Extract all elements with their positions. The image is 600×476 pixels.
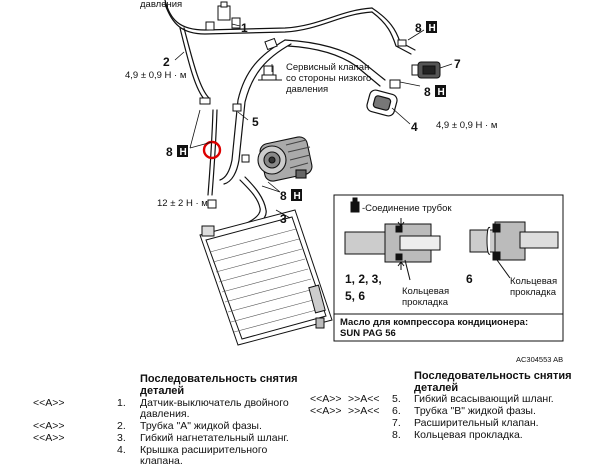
- svg-text:8: 8: [166, 145, 173, 159]
- torque-label-b: 4,9 ± 0,9 Н · м: [436, 120, 497, 131]
- list-item: <<A>> 2. Трубка "А" жидкой фазы.: [33, 420, 262, 432]
- inset-oil-name: SUN PAG 56: [340, 328, 396, 339]
- list-item: <<A>> 3. Гибкий нагнетательный шланг.: [33, 432, 289, 444]
- list-item: 8. Кольцевая прокладка.: [392, 429, 523, 441]
- left-list-heading: Последовательность снятия деталей: [140, 373, 298, 397]
- list-item: 7. Расширительный клапан.: [392, 417, 539, 429]
- inset-parts-a: 1, 2, 3,: [345, 272, 382, 286]
- callout-1: 1: [241, 21, 248, 35]
- torque-label-c: 12 ± 2 Н · м: [157, 198, 208, 209]
- condenser: [199, 209, 333, 346]
- callout-2: 2: [163, 55, 170, 69]
- inset-part-6: 6: [466, 272, 473, 286]
- compressor: [257, 136, 313, 182]
- top-fragment-label: давления: [140, 0, 182, 10]
- service-valve-icon: [258, 65, 282, 81]
- list-item: <<A>> >>A<< 5. Гибкий всасывающий шланг.: [310, 393, 554, 405]
- svg-text:H: H: [180, 147, 187, 158]
- liquid-pipe-b: [371, 7, 416, 51]
- expansion-valve-cover: [366, 89, 398, 117]
- service-valve-line-1: Сервисный клапан: [286, 62, 369, 73]
- service-valve-line-2: со стороны низкого: [286, 73, 371, 84]
- dual-pressure-switch: [217, 1, 231, 21]
- svg-text:8: 8: [424, 85, 431, 99]
- expansion-valve: [411, 61, 441, 79]
- inset-legend: -Соединение трубок: [362, 203, 452, 214]
- torque-label-a: 4,9 ± 0,9 Н · м: [125, 70, 186, 81]
- callout-8h-a: 8 H: [415, 21, 437, 35]
- inset-gasket-b-1: Кольцевая: [510, 276, 557, 287]
- callout-7: 7: [454, 57, 461, 71]
- inset-oil-title: Масло для компрессора кондиционера:: [340, 317, 528, 328]
- pipe-joint-inset: [333, 194, 564, 342]
- svg-text:H: H: [438, 87, 445, 98]
- inset-gasket-a-1: Кольцевая: [402, 286, 449, 297]
- list-item: <<A>> >>A<< 6. Трубка "B" жидкой фазы.: [310, 405, 536, 417]
- svg-text:8: 8: [415, 21, 422, 35]
- callout-8h-c: 8 H: [166, 145, 188, 159]
- list-item: 4. Крышка расширительного клапана.: [117, 444, 268, 467]
- inset-parts-b: 5, 6: [345, 289, 365, 303]
- callout-4: 4: [411, 120, 418, 134]
- figure-code: AC304553 AB: [516, 355, 563, 364]
- svg-text:8: 8: [280, 189, 287, 203]
- pipe-2: [179, 27, 206, 101]
- liquid-pipe-a: [164, 0, 373, 31]
- svg-text:H: H: [294, 191, 301, 202]
- suction-hose-5: [219, 39, 286, 181]
- callout-5: 5: [252, 115, 259, 129]
- inset-gasket-b-2: прокладка: [510, 287, 557, 298]
- callout-8h-b: 8 H: [424, 85, 446, 99]
- right-list-heading: Последовательность снятия деталей: [414, 370, 572, 394]
- callout-8h-d: 8 H: [280, 189, 302, 203]
- service-valve-line-3: давления: [286, 84, 328, 95]
- discharge-hose-3: [239, 179, 261, 227]
- svg-text:H: H: [429, 23, 436, 34]
- list-item: <<A>> 1. Датчик-выключатель двойного дав…: [33, 397, 289, 420]
- callout-3: 3: [280, 212, 287, 226]
- inset-gasket-a-2: прокладка: [402, 297, 449, 308]
